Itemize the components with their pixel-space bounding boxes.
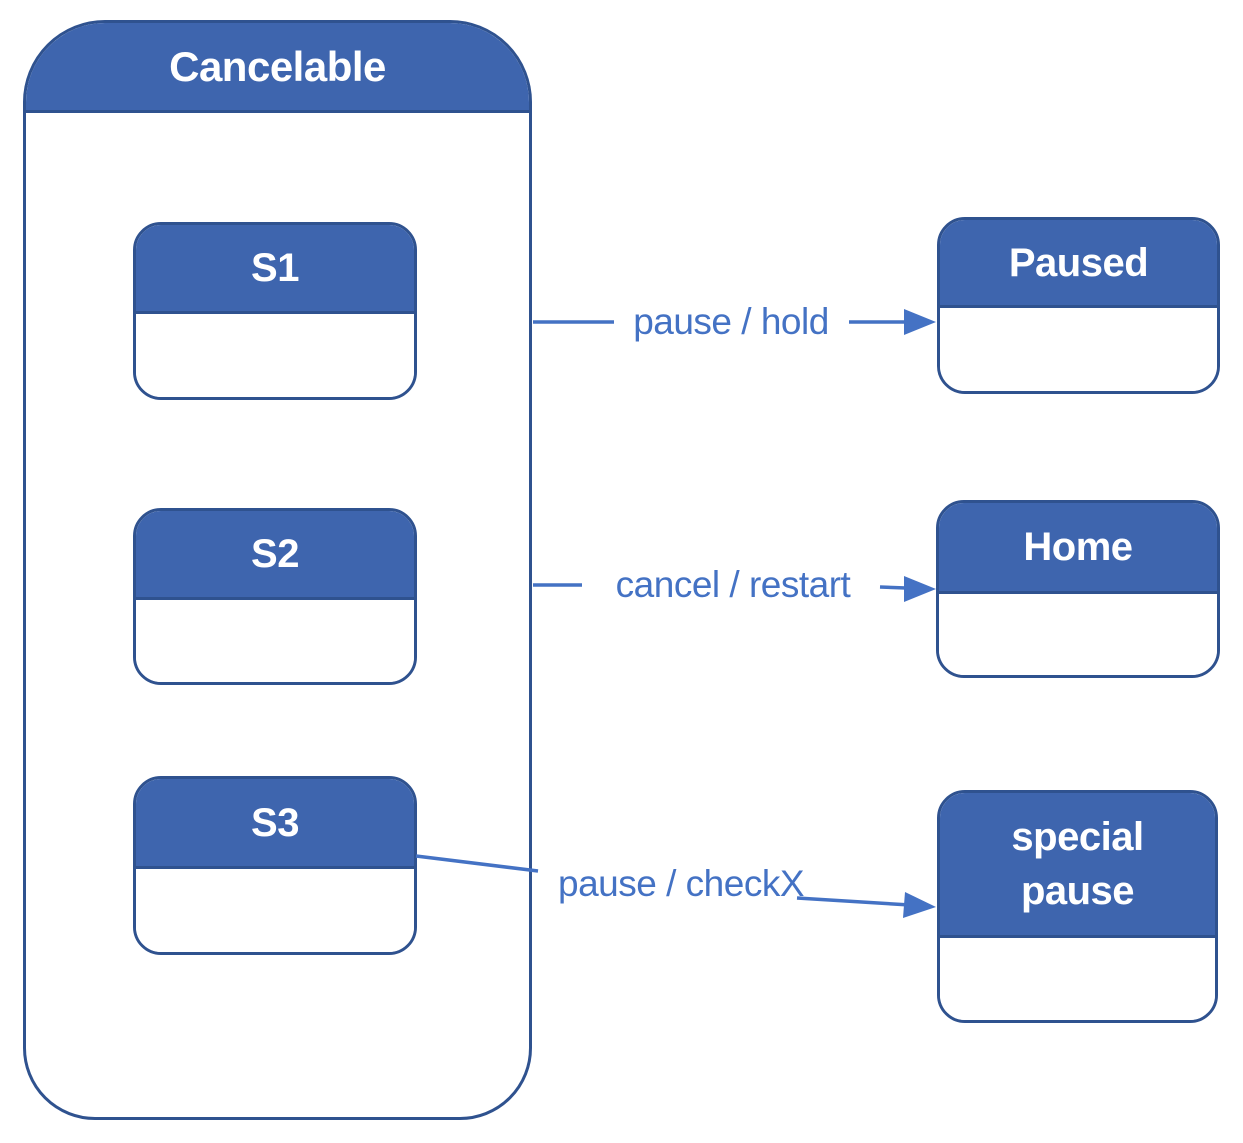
composite-state-cancelable-title: Cancelable [169,42,386,90]
state-s2-body [136,600,414,682]
state-s1-body [136,314,414,397]
composite-state-cancelable-header: Cancelable [26,23,529,113]
state-s1-title: S1 [251,246,299,290]
state-home-title: Home [1023,525,1133,569]
transition-cancel-restart-arrowhead-icon [904,576,936,602]
state-s2-header: S2 [136,511,414,600]
state-special-pause-title-line1: special [1011,815,1144,859]
transition-pause-hold-arrowhead-icon [904,309,936,335]
state-s1[interactable]: S1 [133,222,417,400]
state-s3-header: S3 [136,779,414,869]
transition-pause-checkx-line-right [796,896,911,907]
state-special-pause-title-line2: pause [1020,869,1135,913]
transition-pause-checkx[interactable] [415,854,936,918]
transition-pause-hold-label[interactable]: pause / hold [633,301,829,342]
transition-cancel-restart[interactable] [533,576,936,602]
state-home[interactable]: Home [936,500,1220,678]
transition-pause-checkx-label[interactable]: pause / checkX [558,863,804,904]
state-s3-title: S3 [251,800,299,845]
state-home-header: Home [939,503,1217,594]
state-special-pause[interactable]: special pause [937,790,1218,1023]
state-paused-header: Paused [940,220,1217,308]
state-home-body [939,594,1217,675]
state-s2-title: S2 [251,532,299,576]
transition-pause-checkx-arrowhead-icon [903,892,936,918]
state-paused[interactable]: Paused [937,217,1220,394]
transition-pause-checkx-line-left [415,854,539,873]
state-s3[interactable]: S3 [133,776,417,955]
state-paused-body [940,308,1217,391]
state-s2[interactable]: S2 [133,508,417,685]
state-special-pause-header: special pause [940,793,1215,938]
state-paused-title: Paused [1008,240,1149,285]
state-s3-body [136,869,414,952]
state-s1-header: S1 [136,225,414,314]
state-special-pause-body [940,938,1215,1020]
transition-cancel-restart-label[interactable]: cancel / restart [615,564,851,605]
transition-pause-hold[interactable] [533,309,936,335]
transition-cancel-restart-line-right [879,585,907,590]
